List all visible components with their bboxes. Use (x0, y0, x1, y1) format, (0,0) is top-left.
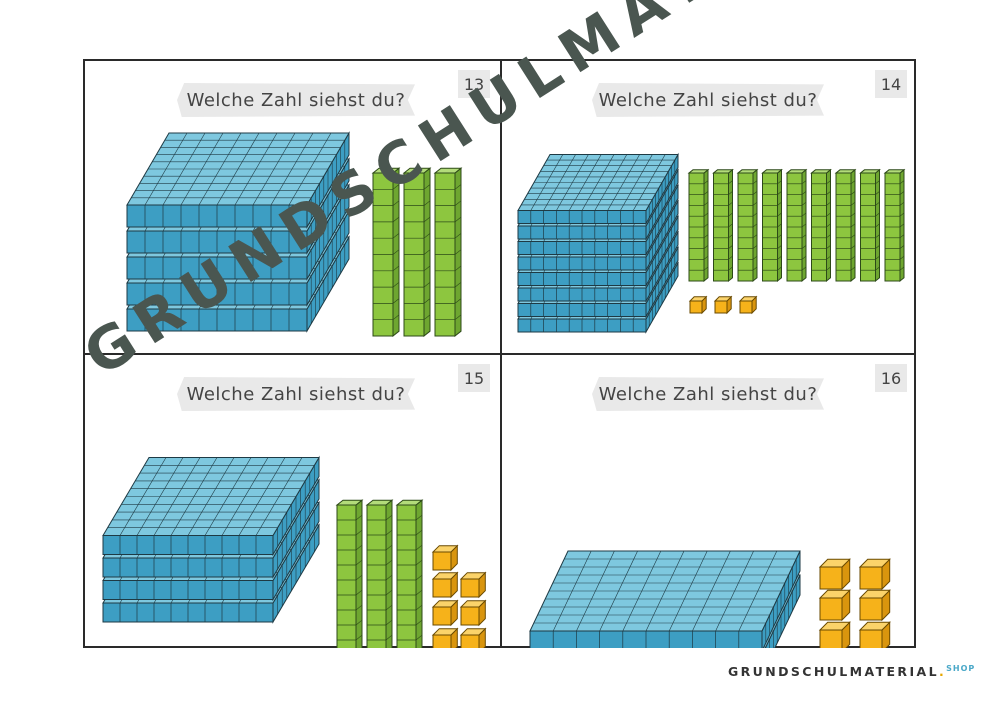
question-banner: Welche Zahl siehst du? (177, 83, 415, 117)
card-14: Welche Zahl siehst du? 14 (502, 61, 916, 353)
base-ten-blocks (517, 152, 906, 334)
card-number: 16 (875, 364, 907, 392)
ten-rod (433, 167, 463, 338)
ten-rod (335, 499, 364, 648)
hundred-plate (126, 131, 350, 229)
question-banner: Welche Zahl siehst du? (177, 377, 415, 411)
base-ten-blocks (126, 131, 463, 338)
ten-rod (371, 167, 401, 338)
one-cube (713, 295, 733, 315)
ten-rod (785, 168, 808, 283)
worksheet: Welche Zahl siehst du? 13 Welche Zahl si… (83, 59, 916, 648)
one-cube (738, 295, 758, 315)
question-banner: Welche Zahl siehst du? (592, 83, 824, 117)
base-ten-blocks (102, 455, 487, 648)
one-cube (431, 627, 459, 648)
ten-rod (810, 168, 832, 283)
ten-rod (712, 168, 734, 283)
one-cube (818, 589, 851, 622)
ten-rod (834, 168, 857, 283)
card-16: Welche Zahl siehst du? 16 (502, 355, 916, 648)
one-cube (459, 627, 487, 648)
ten-rod (687, 168, 710, 283)
ten-rod (761, 168, 783, 283)
base-ten-blocks (529, 550, 891, 648)
ten-rod (736, 168, 759, 283)
one-cube (858, 589, 891, 622)
ten-rod (402, 167, 432, 338)
ten-rod (859, 168, 881, 283)
card-13: Welche Zahl siehst du? 13 (85, 61, 500, 353)
footer-logo: GRUNDSCHULMATERIAL.SHOP (728, 664, 975, 679)
one-cube (688, 295, 708, 315)
one-cube (431, 571, 459, 599)
one-cube (818, 621, 851, 648)
ten-rod (395, 499, 424, 648)
hundred-plate (529, 550, 801, 648)
horizontal-divider (85, 353, 914, 355)
one-cube (858, 621, 891, 648)
one-cube (858, 558, 891, 591)
question-banner: Welche Zahl siehst du? (592, 377, 824, 411)
hundred-plate (517, 152, 679, 226)
one-cube (431, 599, 459, 627)
one-cube (818, 558, 851, 591)
card-number: 14 (875, 70, 907, 98)
card-number: 13 (458, 70, 490, 98)
ten-rod (883, 168, 906, 283)
logo-suffix: SHOP (946, 664, 976, 673)
one-cube (431, 544, 459, 572)
card-number: 15 (458, 364, 490, 392)
hundred-plate (102, 455, 320, 557)
card-15: Welche Zahl siehst du? 15 (85, 355, 500, 648)
logo-brand: GRUNDSCHULMATERIAL (728, 664, 939, 680)
one-cube (459, 571, 487, 599)
logo-dot: . (938, 664, 947, 680)
ten-rod (365, 499, 394, 648)
one-cube (459, 599, 487, 627)
